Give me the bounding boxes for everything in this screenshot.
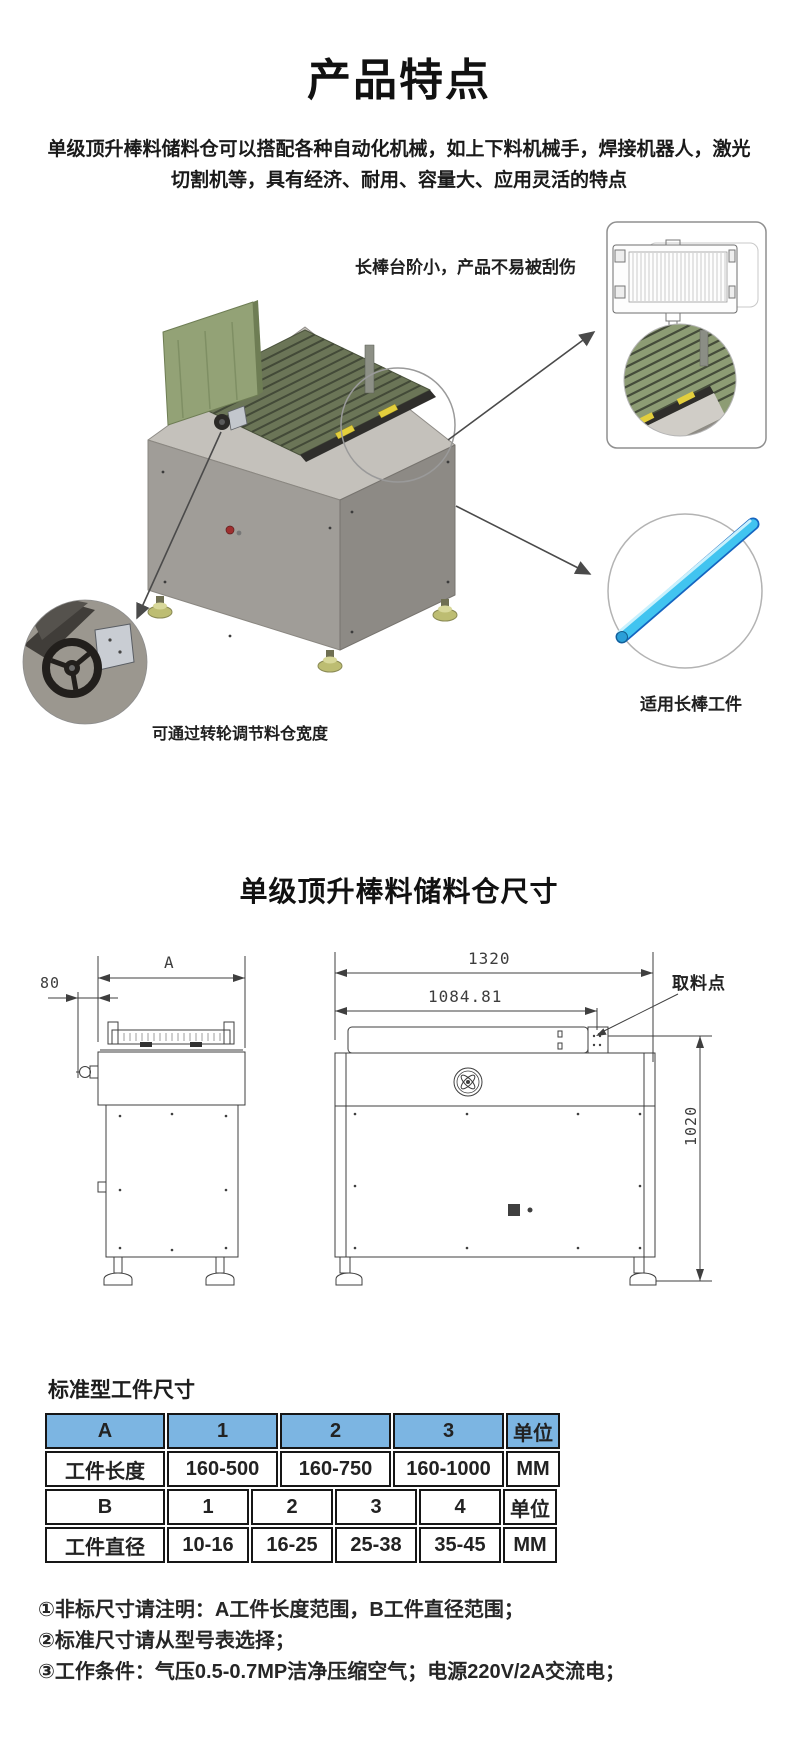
table-cell: 单位 [506,1413,560,1449]
table-row-b-header: B 1 2 3 4 单位 [44,1488,561,1526]
table-cell: A [45,1413,165,1449]
feature-callout-step: 长棒台阶小，产品不易被刮伤 [355,258,576,277]
table-cell: 单位 [503,1489,557,1525]
dimensions-section-title: 单级顶升棒料储料仓尺寸 [239,876,559,907]
dim-height-label: 1020 [682,1105,700,1146]
table-cell: MM [503,1527,557,1563]
feature-callout-rod: 适用长棒工件 [640,695,742,714]
front-view-drawing [334,952,712,1286]
product-description-line1: 单级顶升棒料储料仓可以搭配各种自动化机械，如上下料机械手，焊接机器人，激光 [47,139,751,160]
arrow-to-wheel-detail-icon [136,431,222,620]
arrow-to-detail-panel-icon [447,331,596,441]
rod-end-face [616,631,628,643]
note-custom-size: ①非标尺寸请注明：A工件长度范围，B工件直径范围； [38,1599,524,1621]
machine-3d-view [147,300,458,673]
dim-offset-label: 80 [40,974,61,992]
table-cell: 16-25 [251,1527,333,1563]
spec-table: A 1 2 3 单位 工件长度 160-500 160-750 160-1000… [44,1412,561,1564]
feature-callout-wheel: 可通过转轮调节料仓宽度 [152,726,329,743]
table-cell: 1 [167,1413,278,1449]
fan-icon [453,1067,483,1097]
adjustable-feet [147,596,458,673]
table-cell: 工件直径 [45,1527,165,1563]
table-cell: 2 [251,1489,333,1525]
table-row-diameter: 工件直径 10-16 16-25 25-38 35-45 MM [44,1526,561,1564]
table-cell: 3 [335,1489,417,1525]
table-cell: B [45,1489,165,1525]
dim-width-a-label: A [164,953,175,972]
table-cell: 160-500 [167,1451,278,1487]
table-row-a-header: A 1 2 3 单位 [44,1412,561,1450]
table-cell: 1 [167,1489,249,1525]
spec-table-caption: 标准型工件尺寸 [48,1379,195,1402]
table-cell: 工件长度 [45,1451,165,1487]
detail-panel [606,221,767,449]
machine-illustration [22,221,767,725]
table-cell: 160-750 [280,1451,391,1487]
wheel-closeup-photo [22,599,148,725]
table-cell: 10-16 [167,1527,249,1563]
note-work-condition: ③工作条件：气压0.5-0.7MP洁净压缩空气；电源220V/2A交流电； [38,1661,626,1683]
table-cell: 2 [280,1413,391,1449]
arrow-to-rod-detail-icon [455,505,592,575]
top-view-drawing [612,239,759,328]
note-standard-size: ②标准尺寸请从型号表选择； [38,1630,295,1652]
callout-arrows [136,331,596,620]
dimension-drawings [48,952,712,1286]
table-cell: MM [506,1451,560,1487]
dim-pick-width-label: 1084.81 [428,987,503,1006]
rod-workpiece-photo [607,513,763,669]
table-cell: 160-1000 [393,1451,504,1487]
air-valve [225,525,235,535]
table-cell: 4 [419,1489,501,1525]
table-row-length: 工件长度 160-500 160-750 160-1000 MM [44,1450,561,1488]
dim-total-width-label: 1320 [468,949,511,968]
product-description-line2: 切割机等，具有经济、耐用、容量大、应用灵活的特点 [170,170,627,191]
pick-point-label: 取料点 [672,974,726,993]
table-cell: 35-45 [419,1527,501,1563]
table-cell: 25-38 [335,1527,417,1563]
page-title: 产品特点 [307,56,491,105]
highlight-ring [340,367,456,483]
table-cell: 3 [393,1413,504,1449]
width-adjust-wheel [227,405,248,431]
side-view-drawing [48,956,246,1286]
